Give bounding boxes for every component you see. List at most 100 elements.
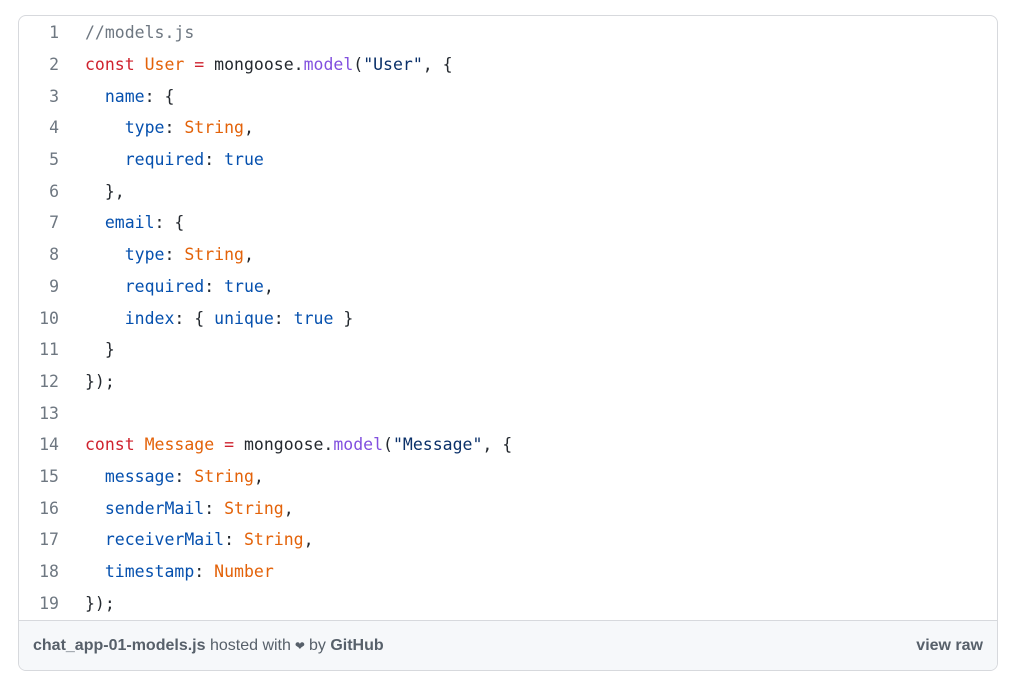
- code-line: 10 index: { unique: true }: [19, 302, 997, 334]
- code-token: unique: [214, 308, 274, 328]
- line-number[interactable]: 8: [49, 245, 59, 265]
- code-line: 11 }: [19, 334, 997, 366]
- view-raw-link[interactable]: view raw: [916, 636, 983, 654]
- line-number[interactable]: 1: [49, 23, 59, 43]
- code-line: 3 name: {: [19, 80, 997, 112]
- github-link[interactable]: GitHub: [330, 636, 384, 654]
- code-line: 13: [19, 397, 997, 429]
- code-token: mongoose.: [234, 435, 334, 455]
- code-token: "Message": [392, 435, 483, 455]
- line-number[interactable]: 18: [39, 562, 59, 582]
- line-number[interactable]: 17: [39, 530, 59, 550]
- code-token: index: [124, 308, 175, 328]
- code-token: senderMail: [104, 498, 205, 518]
- code-line: 1 //models.js: [19, 17, 997, 49]
- code-token: [85, 309, 125, 328]
- code-text: email: {: [59, 213, 184, 232]
- line-number[interactable]: 15: [39, 466, 59, 486]
- code-line: 18 timestamp: Number: [19, 556, 997, 588]
- code-line: 17 receiverMail: String,: [19, 524, 997, 556]
- line-number[interactable]: 13: [39, 403, 59, 423]
- line-number[interactable]: 2: [49, 55, 59, 75]
- code-token: mongoose.: [204, 55, 304, 75]
- code-token: type: [124, 245, 165, 265]
- code-token: [85, 562, 105, 581]
- line-number[interactable]: 3: [49, 86, 59, 106]
- code-token: ,: [283, 498, 294, 518]
- code-text: });: [59, 594, 115, 613]
- code-token: [85, 213, 105, 232]
- code-token: [85, 530, 105, 549]
- code-token: [85, 150, 125, 169]
- line-number[interactable]: 6: [49, 181, 59, 201]
- code-token: [85, 277, 125, 296]
- code-text: name: {: [59, 87, 175, 106]
- code-token: :: [164, 118, 185, 138]
- code-token: //models.js: [85, 23, 195, 43]
- code-token: User: [144, 55, 185, 75]
- code-token: String: [184, 118, 244, 138]
- code-token: [85, 245, 125, 264]
- code-token: :: [204, 150, 225, 170]
- code-text: index: { unique: true }: [59, 308, 354, 328]
- code-text: //models.js: [59, 23, 194, 42]
- code-line: 7 email: {: [19, 207, 997, 239]
- line-number[interactable]: 12: [39, 371, 59, 391]
- line-number[interactable]: 11: [39, 340, 59, 360]
- code-text: });: [59, 372, 115, 391]
- code-token: :: [204, 276, 225, 296]
- code-token: ,: [243, 118, 254, 138]
- code-token: :: [164, 245, 185, 265]
- line-number[interactable]: 19: [39, 593, 59, 613]
- code-token: }: [85, 340, 115, 360]
- code-token: String: [224, 498, 284, 518]
- code-token: [85, 499, 105, 518]
- line-number[interactable]: 10: [39, 308, 59, 328]
- code-line: 6 },: [19, 175, 997, 207]
- line-number[interactable]: 4: [49, 118, 59, 138]
- code-token: :: [174, 466, 195, 486]
- line-number[interactable]: 14: [39, 435, 59, 455]
- code-token: =: [224, 435, 235, 455]
- line-number[interactable]: 16: [39, 498, 59, 518]
- code-token: timestamp: [104, 562, 195, 582]
- code-token: });: [85, 371, 115, 391]
- code-text: required: true: [59, 150, 264, 169]
- gist-filename-link[interactable]: chat_app-01-models.js: [33, 636, 206, 654]
- line-number[interactable]: 7: [49, 213, 59, 233]
- code-token: ,: [253, 466, 264, 486]
- code-line: 19});: [19, 587, 997, 619]
- code-token: const: [85, 55, 135, 75]
- code-token: :: [273, 308, 294, 328]
- code-token: true: [293, 308, 334, 328]
- line-number[interactable]: 9: [49, 276, 59, 296]
- code-token: [85, 87, 105, 106]
- code-token: :: [224, 530, 244, 550]
- code-token: :: [204, 498, 225, 518]
- code-text: const Message = mongoose.model("Message"…: [59, 435, 512, 454]
- code-line: 12});: [19, 366, 997, 398]
- code-token: =: [194, 55, 205, 75]
- code-line: 5 required: true: [19, 144, 997, 176]
- code-text: timestamp: Number: [59, 562, 274, 581]
- code-token: ,: [243, 245, 254, 265]
- code-token: [85, 467, 105, 486]
- code-text: const User = mongoose.model("User", {: [59, 55, 453, 74]
- code-token: receiverMail: [104, 530, 225, 550]
- code-token: type: [124, 118, 165, 138]
- code-token: [135, 435, 145, 454]
- code-token: ,: [303, 530, 314, 550]
- code-token: [214, 435, 224, 454]
- code-token: required: [124, 276, 205, 296]
- code-token: true: [224, 150, 264, 170]
- code-token: [135, 55, 145, 74]
- by-text: by: [308, 636, 326, 654]
- line-number[interactable]: 5: [49, 150, 59, 170]
- code-text: }: [59, 340, 115, 359]
- code-token: , {: [482, 435, 513, 455]
- code-text: type: String,: [59, 245, 254, 264]
- code-line: 16 senderMail: String,: [19, 492, 997, 524]
- code-token: ,: [263, 276, 274, 296]
